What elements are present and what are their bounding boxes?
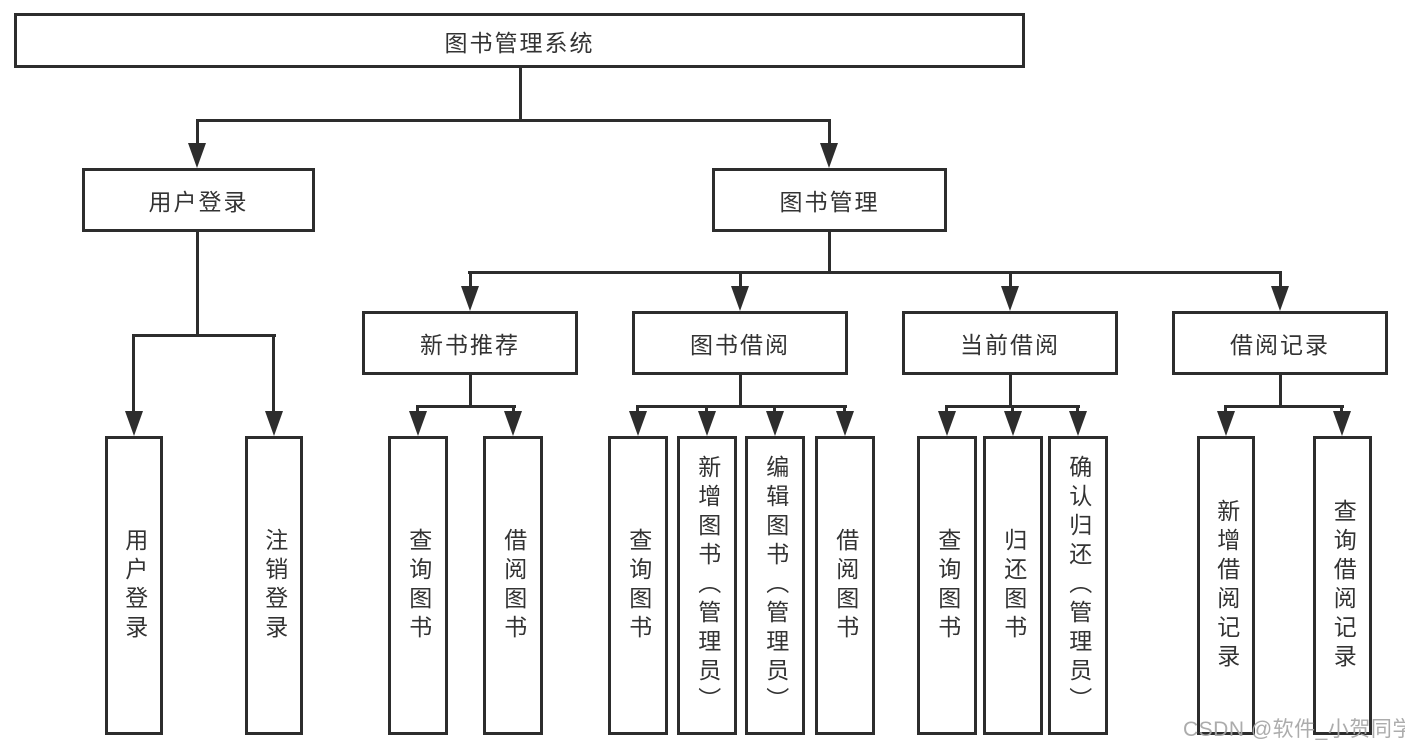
arrowhead-down-leaf-user-login <box>125 411 143 436</box>
node-root-label: 图书管理系统 <box>444 29 595 56</box>
leaf-recommend-query-book-label: 查询图书 <box>405 527 432 644</box>
connector-bookmgmt-split <box>468 271 1282 274</box>
arrowhead-down-book-management <box>820 143 838 168</box>
leaf-record-query: 查询借阅记录 <box>1313 436 1372 735</box>
connector-bookmgmt-stub-4 <box>1279 271 1282 289</box>
leaf-borrow-edit-book-admin: 编辑图书（管理员） <box>745 436 805 735</box>
arrowhead-down-br-query <box>1333 411 1351 436</box>
node-new-book-recommend: 新书推荐 <box>362 311 578 375</box>
arrowhead-down-nb-borrow <box>504 411 522 436</box>
connector-newbook-stub-2 <box>512 405 515 414</box>
arrowhead-down-bb-edit <box>766 411 784 436</box>
connector-userlogin-trunk <box>196 232 199 337</box>
connector-newbook-trunk <box>469 375 472 408</box>
leaf-borrow-edit-book-admin-label: 编辑图书（管理员） <box>762 455 789 716</box>
node-current-borrow-label: 当前借阅 <box>960 332 1060 358</box>
leaf-borrow-borrow-book: 借阅图书 <box>815 436 875 735</box>
arrowhead-down-bb-borrow <box>836 411 854 436</box>
connector-record-trunk <box>1279 375 1282 408</box>
arrowhead-down-br-add <box>1217 411 1235 436</box>
connector-bookmgmt-stub-1 <box>469 271 472 289</box>
arrowhead-down-book-borrow <box>731 286 749 311</box>
leaf-record-add: 新增借阅记录 <box>1197 436 1255 735</box>
connector-root-split <box>196 119 831 122</box>
node-current-borrow: 当前借阅 <box>902 311 1118 375</box>
leaf-current-return-book: 归还图书 <box>983 436 1043 735</box>
connector-bookmgmt-stub-2 <box>739 271 742 289</box>
connector-record-stub-2 <box>1340 405 1343 414</box>
arrowhead-down-current-borrow <box>1001 286 1019 311</box>
connector-newbook-stub-1 <box>416 405 419 414</box>
leaf-borrow-borrow-book-label: 借阅图书 <box>832 527 859 644</box>
connector-record-split <box>1224 405 1344 408</box>
arrowhead-down-cb-return <box>1004 411 1022 436</box>
connector-bookborrow-stub-4 <box>843 405 846 414</box>
connector-bookmgmt-stub-3 <box>1009 271 1012 289</box>
connector-currentborrow-stub-2 <box>1011 405 1014 414</box>
connector-newbook-split <box>416 405 516 408</box>
node-book-management-label: 图书管理 <box>779 189 880 215</box>
leaf-current-return-book-label: 归还图书 <box>1000 527 1027 644</box>
node-book-management: 图书管理 <box>712 168 947 232</box>
leaf-borrow-add-book-admin: 新增图书（管理员） <box>677 436 737 735</box>
leaf-recommend-borrow-book-label: 借阅图书 <box>500 527 527 644</box>
arrowhead-down-cb-confirm <box>1069 411 1087 436</box>
node-new-book-recommend-label: 新书推荐 <box>420 332 520 358</box>
leaf-borrow-add-book-admin-label: 新增图书（管理员） <box>694 455 721 716</box>
connector-currentborrow-trunk <box>1009 375 1012 408</box>
connector-record-stub-1 <box>1224 405 1227 414</box>
leaf-borrow-query-book: 查询图书 <box>608 436 668 735</box>
arrowhead-down-bb-query <box>629 411 647 436</box>
connector-userlogin-split <box>132 334 276 337</box>
node-root: 图书管理系统 <box>14 13 1025 68</box>
arrowhead-down-new-book <box>461 286 479 311</box>
leaf-recommend-query-book: 查询图书 <box>388 436 448 735</box>
leaf-current-confirm-return-admin: 确认归还（管理员） <box>1048 436 1108 735</box>
node-borrow-record-label: 借阅记录 <box>1230 332 1330 358</box>
leaf-logout-label: 注销登录 <box>261 527 288 644</box>
node-borrow-record: 借阅记录 <box>1172 311 1388 375</box>
node-user-login-label: 用户登录 <box>148 189 249 215</box>
connector-bookborrow-split <box>636 405 847 408</box>
node-book-borrow: 图书借阅 <box>632 311 848 375</box>
arrowhead-down-borrow-record <box>1271 286 1289 311</box>
leaf-current-query-book: 查询图书 <box>917 436 977 735</box>
connector-bookborrow-stub-2 <box>705 405 708 414</box>
leaf-user-login-label: 用户登录 <box>121 527 148 644</box>
leaf-record-add-label: 新增借阅记录 <box>1213 498 1240 673</box>
connector-root-trunk <box>519 68 522 122</box>
connector-userlogin-stub-1 <box>132 334 135 413</box>
leaf-borrow-query-book-label: 查询图书 <box>625 527 652 644</box>
leaf-record-query-label: 查询借阅记录 <box>1330 498 1357 673</box>
arrowhead-down-nb-query <box>409 411 427 436</box>
connector-bookborrow-stub-3 <box>773 405 776 414</box>
connector-root-left-stub <box>196 119 199 145</box>
node-book-borrow-label: 图书借阅 <box>690 332 790 358</box>
arrowhead-down-leaf-logout <box>265 411 283 436</box>
watermark: CSDN @软件_小贺同学 <box>1183 718 1405 741</box>
arrowhead-down-cb-query <box>938 411 956 436</box>
leaf-current-query-book-label: 查询图书 <box>934 527 961 644</box>
arrowhead-down-bb-add <box>698 411 716 436</box>
connector-bookmgmt-trunk <box>828 232 831 274</box>
node-user-login: 用户登录 <box>82 168 315 232</box>
connector-root-right-stub <box>828 119 831 145</box>
connector-userlogin-stub-2 <box>272 334 275 413</box>
leaf-current-confirm-return-admin-label: 确认归还（管理员） <box>1065 455 1092 716</box>
leaf-recommend-borrow-book: 借阅图书 <box>483 436 543 735</box>
connector-bookborrow-stub-1 <box>636 405 639 414</box>
leaf-logout: 注销登录 <box>245 436 303 735</box>
connector-currentborrow-stub-3 <box>1076 405 1079 414</box>
arrowhead-down-user-login <box>188 143 206 168</box>
leaf-user-login: 用户登录 <box>105 436 163 735</box>
connector-bookborrow-trunk <box>739 375 742 408</box>
connector-currentborrow-stub-1 <box>945 405 948 414</box>
